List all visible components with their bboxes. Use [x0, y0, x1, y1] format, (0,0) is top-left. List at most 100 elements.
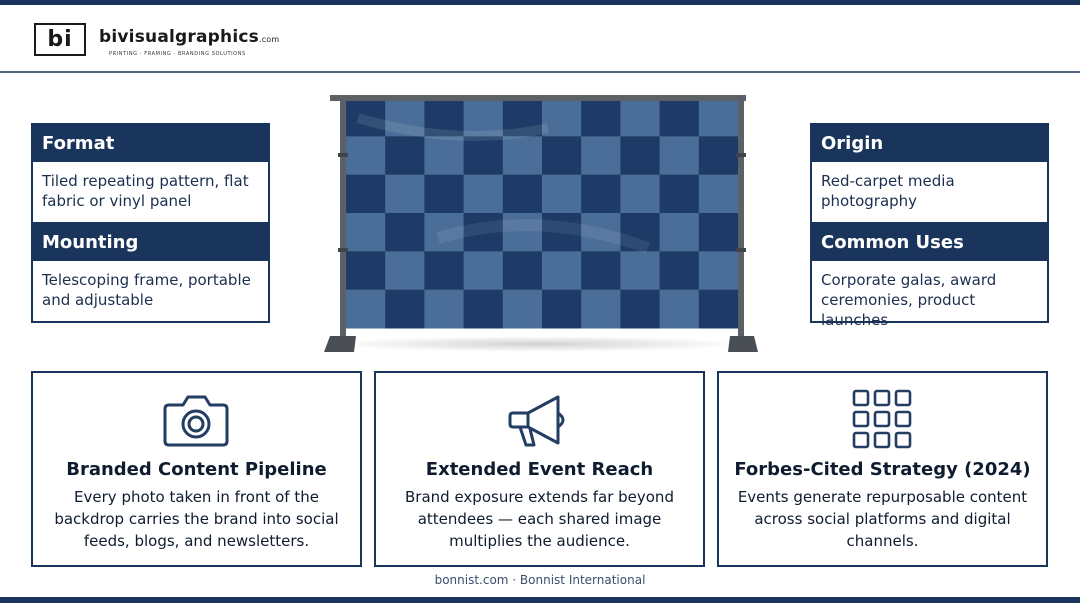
- feature-title: Branded Content Pipeline: [66, 459, 327, 480]
- banner-tile: [542, 98, 582, 137]
- common-uses-card: Common Uses Corporate galas, award cerem…: [810, 222, 1049, 329]
- banner-tile: [581, 289, 621, 329]
- banner-tile: [542, 213, 582, 252]
- feature-description: Brand exposure extends far beyond attend…: [405, 488, 674, 550]
- grid-icon: [852, 389, 912, 449]
- banner-tile: [502, 213, 543, 252]
- banner-tile: [620, 98, 661, 137]
- banner-tile: [463, 213, 504, 252]
- feature-title: Forbes-Cited Strategy (2024): [734, 459, 1031, 480]
- banner-tile: [620, 289, 661, 329]
- floor-shadow: [328, 336, 748, 352]
- banner-tile: [502, 174, 543, 214]
- banner-tile: [385, 98, 425, 137]
- format-card: Format Tiled repeating pattern, flat fab…: [31, 123, 270, 224]
- banner-tile: [424, 213, 465, 252]
- camera-icon: [163, 395, 229, 447]
- top-crossbar: [330, 95, 746, 101]
- fabric-fold: [356, 113, 550, 141]
- origin-card: Origin Red-carpet media photography: [810, 123, 1049, 224]
- brand-tagline: PRINTING · FRAMING · BRANDING SOLUTIONS: [109, 51, 246, 57]
- banner-tile: [463, 98, 504, 137]
- right-pole: [738, 95, 744, 340]
- banner-tile: [424, 251, 465, 291]
- footer-source[interactable]: bonnist.com · Bonnist International: [434, 573, 646, 587]
- banner-tile: [463, 136, 504, 176]
- brand-name[interactable]: bivisualgraphics.com: [99, 27, 280, 47]
- banner-tile: [385, 136, 425, 176]
- banner-tile: [620, 136, 661, 176]
- checkered-banner: [346, 98, 739, 329]
- banner-tile: [659, 289, 700, 329]
- right-foot: [728, 336, 758, 352]
- banner-tile: [346, 98, 386, 137]
- banner-tile: [581, 213, 621, 252]
- banner-tile: [581, 251, 621, 291]
- backdrop-illustration: [318, 88, 758, 358]
- banner-tile: [698, 136, 739, 176]
- banner-tile: [542, 251, 582, 291]
- feature-description: Events generate repurposable content acr…: [737, 488, 1028, 550]
- pole-clamp: [338, 248, 348, 252]
- banner-tile: [581, 98, 621, 137]
- banner-tile: [620, 251, 661, 291]
- banner-tile: [698, 174, 739, 214]
- megaphone-icon: [508, 395, 565, 447]
- feature-extended-reach: Extended Event Reach Brand exposure exte…: [374, 371, 705, 567]
- common-uses-card-title: Common Uses: [812, 224, 1047, 261]
- banner-tile: [346, 289, 386, 329]
- pole-clamp: [736, 153, 746, 157]
- banner-tile: [385, 174, 425, 214]
- format-card-title: Format: [33, 125, 268, 162]
- banner-tile: [659, 136, 700, 176]
- banner-tile: [346, 251, 386, 291]
- banner-tile: [542, 289, 582, 329]
- banner-tile: [463, 251, 504, 291]
- feature-forbes-strategy: Forbes-Cited Strategy (2024) Events gene…: [717, 371, 1048, 567]
- banner-tile: [698, 213, 739, 252]
- banner-tile: [620, 213, 661, 252]
- banner-tile: [385, 289, 425, 329]
- banner-tile: [463, 289, 504, 329]
- mounting-card-text: Telescoping frame, portable and adjustab…: [42, 271, 251, 309]
- step-and-repeat-backdrop: [324, 95, 758, 352]
- banner-tile: [698, 289, 739, 329]
- banner-tile: [698, 251, 739, 291]
- banner-tile: [346, 174, 386, 214]
- banner-tile: [424, 289, 465, 329]
- mounting-card: Mounting Telescoping frame, portable and…: [31, 222, 270, 323]
- banner-tile: [346, 136, 386, 176]
- banner-tile: [620, 174, 661, 214]
- banner-tile: [502, 98, 543, 137]
- banner-tile: [581, 174, 621, 214]
- brand-suffix: .com: [258, 35, 280, 44]
- origin-card-text: Red-carpet media photography: [821, 172, 955, 210]
- left-foot: [324, 336, 356, 352]
- pole-clamp: [338, 153, 348, 157]
- feature-title: Extended Event Reach: [425, 459, 654, 480]
- banner-tile: [385, 251, 425, 291]
- header-divider: [0, 71, 1080, 73]
- banner-tile: [542, 174, 582, 214]
- banner-tile: [581, 136, 621, 176]
- banner-tile: [463, 174, 504, 214]
- logo-mark[interactable]: bi: [34, 23, 86, 56]
- logo-text: bi: [47, 27, 73, 52]
- banner-tile: [502, 251, 543, 291]
- banner-tile: [502, 136, 543, 176]
- banner-tile: [698, 98, 739, 137]
- banner-tile: [385, 213, 425, 252]
- banner-tile: [659, 98, 700, 137]
- banner-tile: [542, 136, 582, 176]
- banner-tile: [346, 213, 386, 252]
- origin-card-title: Origin: [812, 125, 1047, 162]
- banner-tile: [659, 174, 700, 214]
- bottom-accent-bar: [0, 597, 1080, 603]
- feature-description: Every photo taken in front of the backdr…: [54, 488, 339, 550]
- banner-tile: [659, 213, 700, 252]
- banner-tile: [424, 136, 465, 176]
- banner-tile: [424, 98, 465, 137]
- mounting-card-title: Mounting: [33, 224, 268, 261]
- common-uses-card-text: Corporate galas, award ceremonies, produ…: [821, 271, 997, 329]
- banner-tile: [659, 251, 700, 291]
